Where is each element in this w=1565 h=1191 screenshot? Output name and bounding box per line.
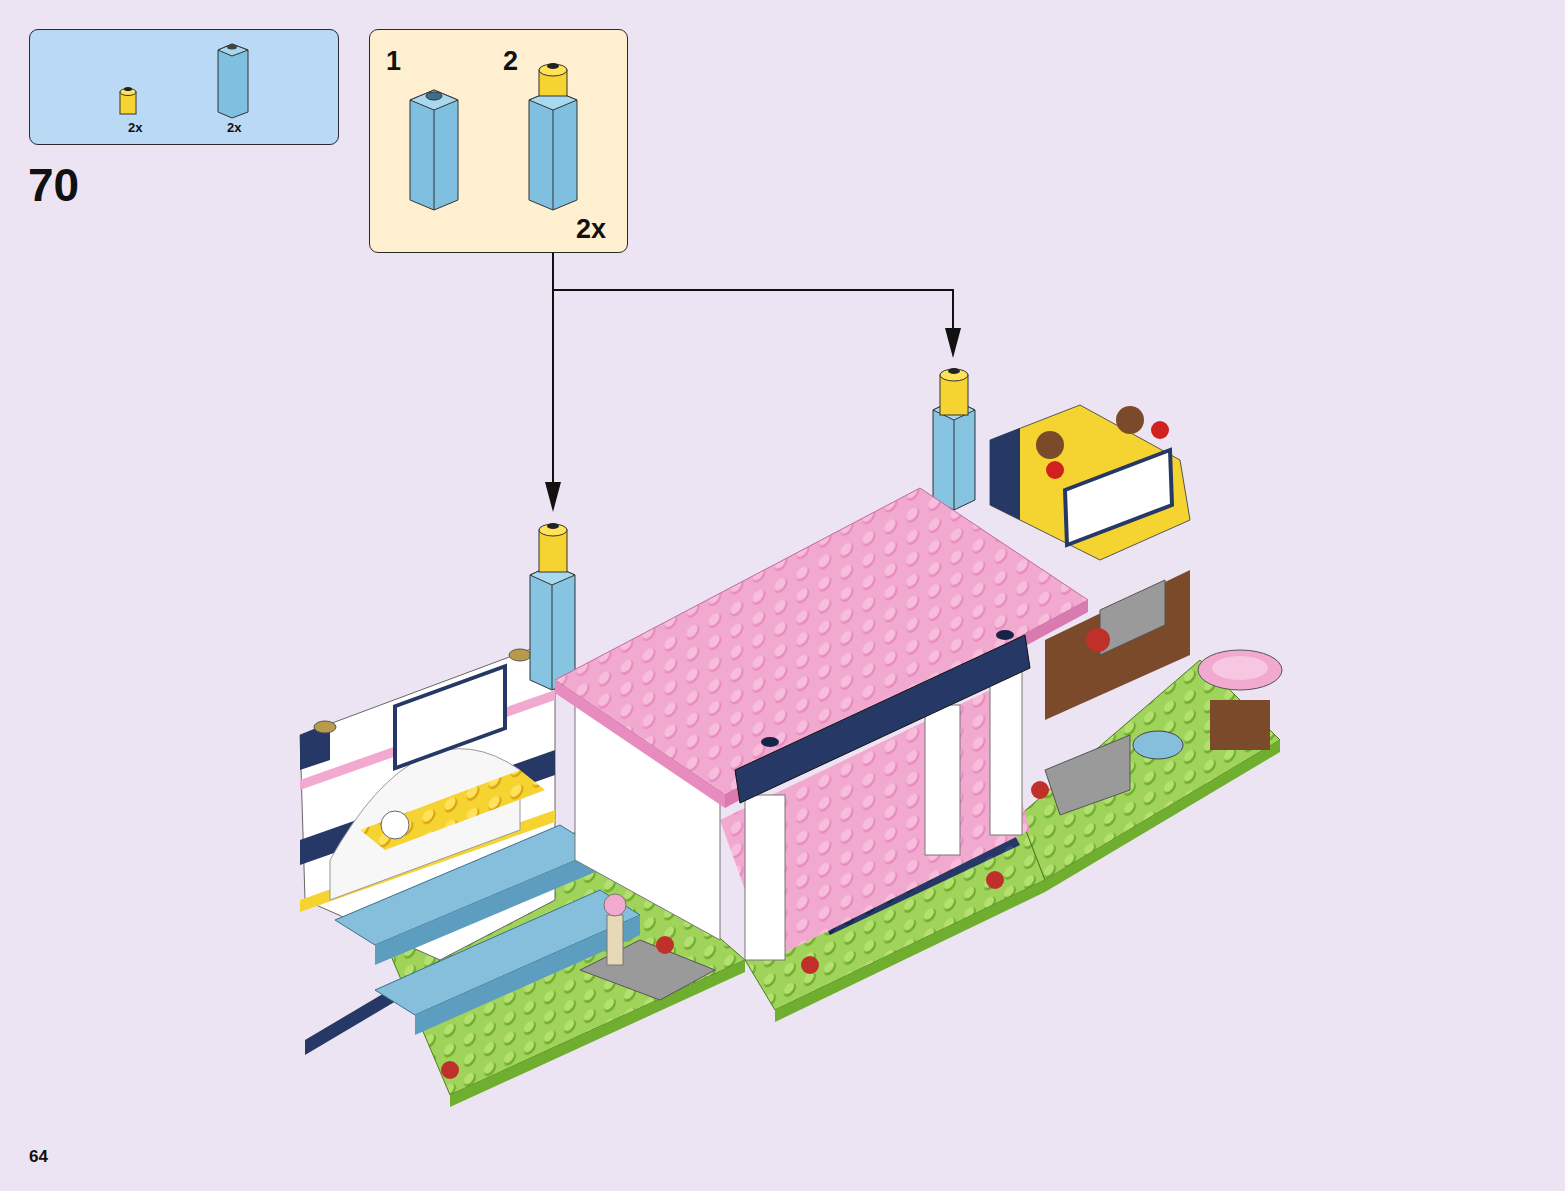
step-number: 70 [28, 162, 79, 208]
quantity-or-step-text: 2x [128, 121, 142, 134]
page-number: 64 [29, 1148, 48, 1165]
quantity-or-step-text: 2x [227, 121, 241, 134]
quantity-or-step-text: 1 [386, 48, 401, 75]
quantity-or-step-text: 2 [503, 48, 518, 75]
parts [120, 44, 248, 118]
parts-list-box: 2x 2x [29, 29, 339, 145]
pavilion [441, 488, 1088, 1079]
quantity-or-step-text: 2x [576, 216, 606, 243]
callout-bricks [410, 63, 577, 210]
placement-arrows [553, 253, 953, 500]
subassembly-box: 1 2 2x [369, 29, 628, 253]
